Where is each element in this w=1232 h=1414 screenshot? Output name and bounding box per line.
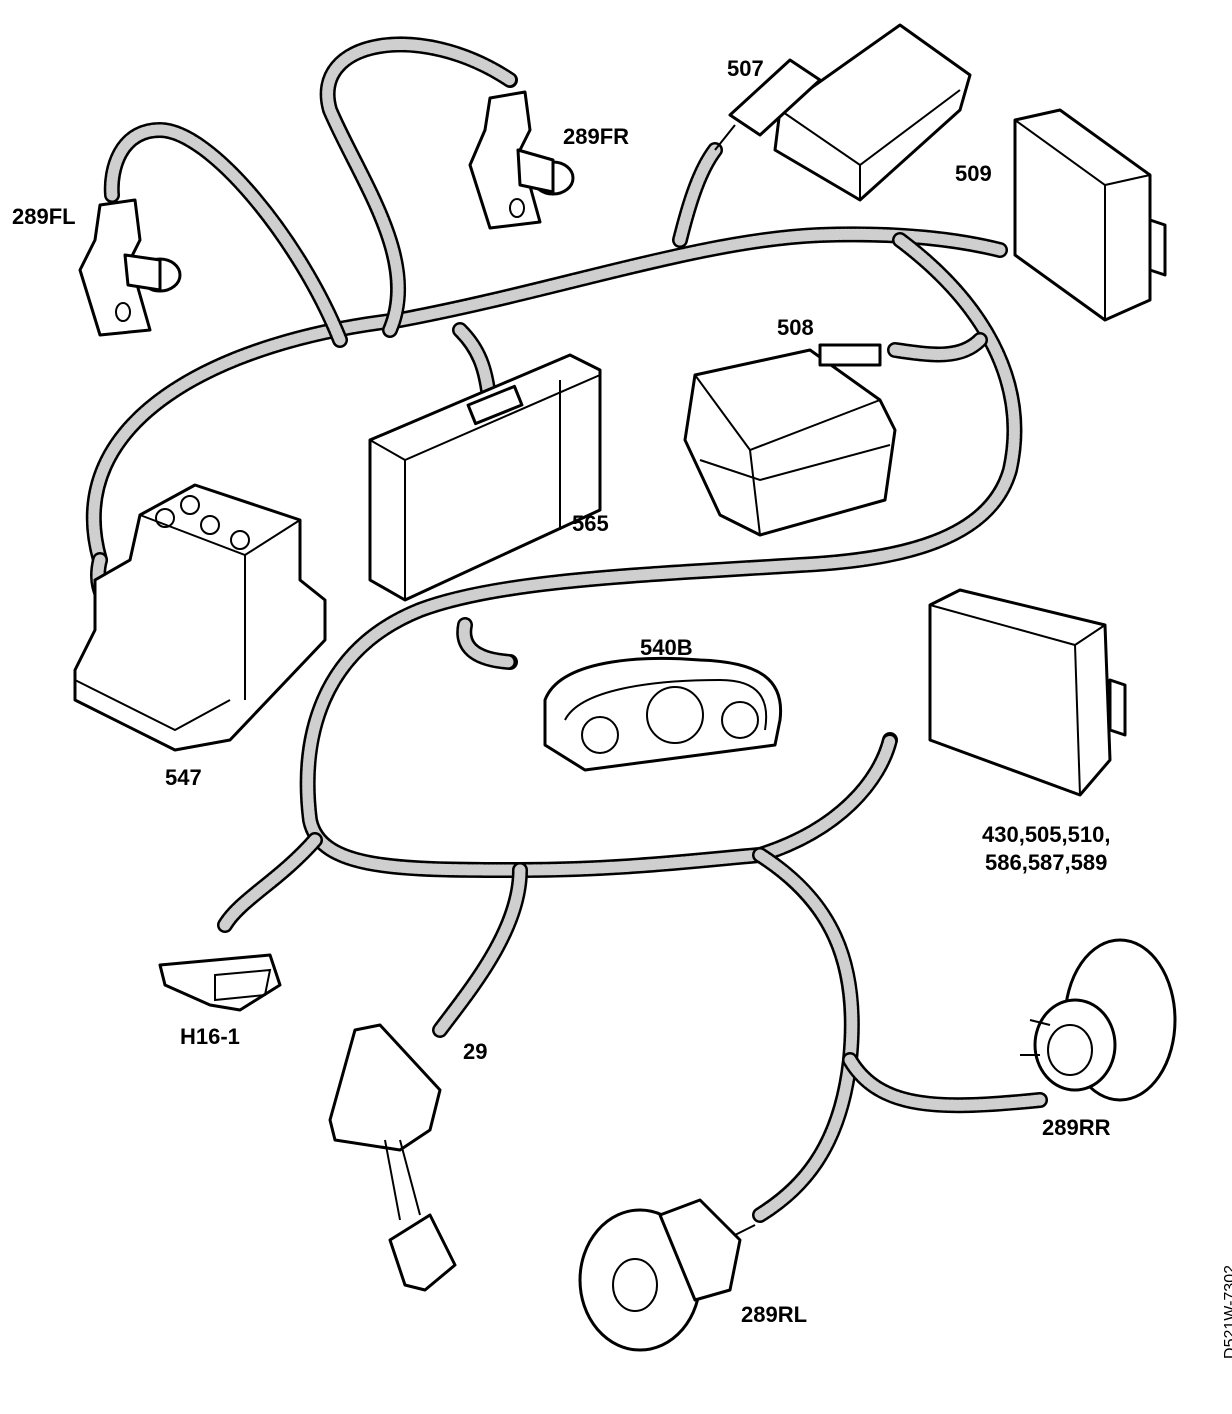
module-508-illustration <box>683 343 897 537</box>
label-540B: 540B <box>640 635 693 660</box>
label-508: 508 <box>777 315 814 340</box>
label-module-stack-line1: 430,505,510, <box>982 822 1111 847</box>
label-547: 547 <box>165 765 202 790</box>
label-507: 507 <box>727 56 764 81</box>
module-507-illustration <box>714 23 972 202</box>
brake-pedal-29-illustration <box>328 1023 457 1292</box>
label-509: 509 <box>955 161 992 186</box>
label-565: 565 <box>572 511 609 536</box>
label-289RL: 289RL <box>741 1302 808 1327</box>
label-289FR: 289FR <box>563 124 630 149</box>
sensor-289FL-illustration <box>78 198 182 337</box>
hub-289RR-illustration <box>1020 938 1177 1102</box>
module-509-illustration <box>1013 108 1167 322</box>
sensor-289FR-illustration <box>468 90 575 230</box>
module-565-illustration <box>368 353 602 602</box>
module-stack-illustration <box>928 588 1127 797</box>
drawing-code: D521W-7302 <box>1222 1265 1232 1359</box>
label-H16-1: H16-1 <box>180 1024 240 1049</box>
label-289FL: 289FL <box>12 204 76 229</box>
abs-modulator-547-illustration <box>73 483 327 752</box>
instrument-cluster-540B-illustration <box>543 656 783 772</box>
hub-289RL-illustration <box>578 1198 756 1352</box>
label-29: 29 <box>463 1039 488 1064</box>
connector-H16-1-illustration <box>158 953 282 1012</box>
label-module-stack-line2: 586,587,589 <box>985 850 1108 875</box>
label-289RR: 289RR <box>1042 1115 1111 1140</box>
